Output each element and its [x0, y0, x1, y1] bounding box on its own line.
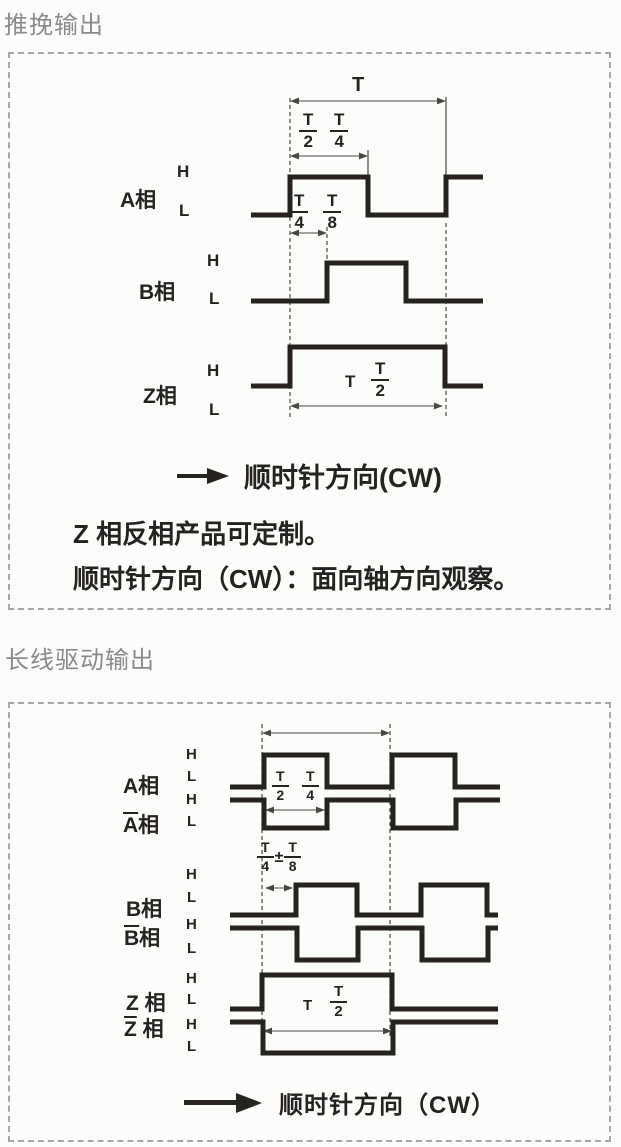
fraction-denominator: 2	[334, 1002, 343, 1020]
fraction-numerator: T	[323, 192, 342, 213]
level-label-a-low: L	[179, 201, 190, 220]
fraction-numerator: T	[290, 192, 309, 213]
fraction-denominator: 8	[327, 212, 337, 232]
fraction-numerator: T	[299, 111, 318, 132]
dim-label-t-half: T 2	[299, 111, 318, 151]
phase-label-a: A相	[120, 189, 157, 212]
fraction-numerator: T	[302, 769, 319, 787]
barred-letter: Z	[124, 1018, 137, 1041]
section-title-push-pull: 推挽输出	[4, 12, 104, 39]
dim-label-z-t: T	[345, 372, 356, 391]
arrow-shaft	[184, 1100, 236, 1105]
arrow-head	[207, 467, 229, 484]
level-label-bbar-l: L	[187, 940, 197, 957]
level-label-b2-h: H	[186, 866, 197, 883]
level-label-zbar-h: H	[186, 1016, 197, 1033]
fraction-denominator: 4	[294, 212, 304, 232]
arrow-head	[236, 1092, 262, 1113]
fraction-denominator: 4	[261, 857, 270, 874]
phase-suffix: 相	[136, 1018, 164, 1041]
level-label-z-high: H	[207, 361, 220, 380]
level-label-a-high: H	[177, 162, 190, 181]
push-pull-diagram-frame	[8, 52, 611, 610]
fraction-numerator: T	[257, 840, 274, 858]
dim-label-t-quarter-2: T 4	[302, 769, 319, 802]
level-label-b-high: H	[207, 251, 220, 270]
phase-label-a-bar: A相	[123, 809, 159, 839]
cw-legend-line-driver: 顺时针方向（CW）	[184, 1085, 496, 1120]
phase-suffix: 相	[138, 814, 160, 837]
fraction-denominator: 8	[288, 857, 297, 874]
level-label-z2-h: H	[186, 970, 197, 987]
offset-quarter-fraction: T 4	[257, 840, 274, 873]
phase-label-z: Z相	[143, 385, 177, 408]
level-label-abar-h: H	[186, 791, 197, 808]
fraction-denominator: 4	[334, 131, 344, 151]
level-label-bbar-h: H	[186, 916, 197, 933]
phase-suffix: 相	[139, 927, 161, 950]
phase-label-b2: B相	[126, 898, 163, 921]
level-label-z-low: L	[209, 400, 220, 419]
level-label-b-low: L	[209, 289, 220, 308]
level-label-abar-l: L	[187, 813, 197, 830]
fraction-denominator: 2	[375, 380, 385, 400]
fraction-numerator: T	[371, 360, 390, 381]
dim-label-z-t-half: T 2	[371, 360, 390, 400]
level-label-a2-l: L	[187, 768, 197, 785]
cw-legend-text: 顺时针方向(CW)	[244, 463, 442, 493]
level-label-a2-h: H	[186, 746, 197, 763]
dim-label-t-half-2: T 2	[272, 769, 289, 802]
cw-direction-arrow-icon	[177, 467, 229, 484]
fraction-numerator: T	[330, 111, 349, 132]
dim-label-z2-t: T	[303, 997, 313, 1014]
fraction-denominator: 4	[306, 786, 315, 803]
dim-label-z2-t-half: T 2	[330, 984, 348, 1020]
note-z-phase-custom: Z 相反相产品可定制。	[73, 519, 331, 549]
cw-legend-text: 顺时针方向（CW）	[279, 1092, 496, 1119]
fraction-numerator: T	[272, 769, 289, 787]
fraction-denominator: 2	[276, 786, 285, 803]
fraction-numerator: T	[284, 840, 301, 858]
arrow-shaft	[177, 473, 207, 478]
dim-label-t-quarter: T 4	[330, 111, 349, 151]
level-label-zbar-l: L	[187, 1038, 197, 1055]
phase-label-b: B相	[139, 281, 176, 304]
cw-direction-arrow-icon	[184, 1092, 262, 1113]
fraction-denominator: 2	[303, 131, 313, 151]
barred-letter: A	[123, 814, 139, 837]
level-label-b2-l: L	[187, 889, 197, 906]
section-title-line-driver: 长线驱动输出	[5, 647, 155, 674]
phase-label-z-bar: Z 相	[124, 1013, 164, 1043]
offset-eighth-fraction: T 8	[284, 840, 301, 873]
phase-label-a2: A相	[123, 775, 160, 798]
plus-minus-sign: ±	[274, 848, 284, 866]
fraction-numerator: T	[330, 984, 348, 1003]
dim-label-offset-tolerance: T 4 ± T 8	[257, 840, 301, 873]
line-driver-diagram-frame	[8, 702, 611, 1142]
level-label-z2-l: L	[187, 991, 197, 1008]
dim-label-period-t: T	[352, 74, 365, 96]
dim-label-t-eighth: T 8	[323, 192, 342, 232]
note-cw-definition: 顺时针方向（CW）：面向轴方向观察。	[73, 564, 520, 594]
cw-legend-push-pull: 顺时针方向(CW)	[177, 456, 442, 495]
phase-label-b-bar: B相	[124, 922, 160, 952]
barred-letter: B	[124, 927, 140, 950]
dim-label-t-quarter-offset: T 4	[290, 192, 309, 232]
phase-label-z2: Z 相	[126, 992, 166, 1015]
